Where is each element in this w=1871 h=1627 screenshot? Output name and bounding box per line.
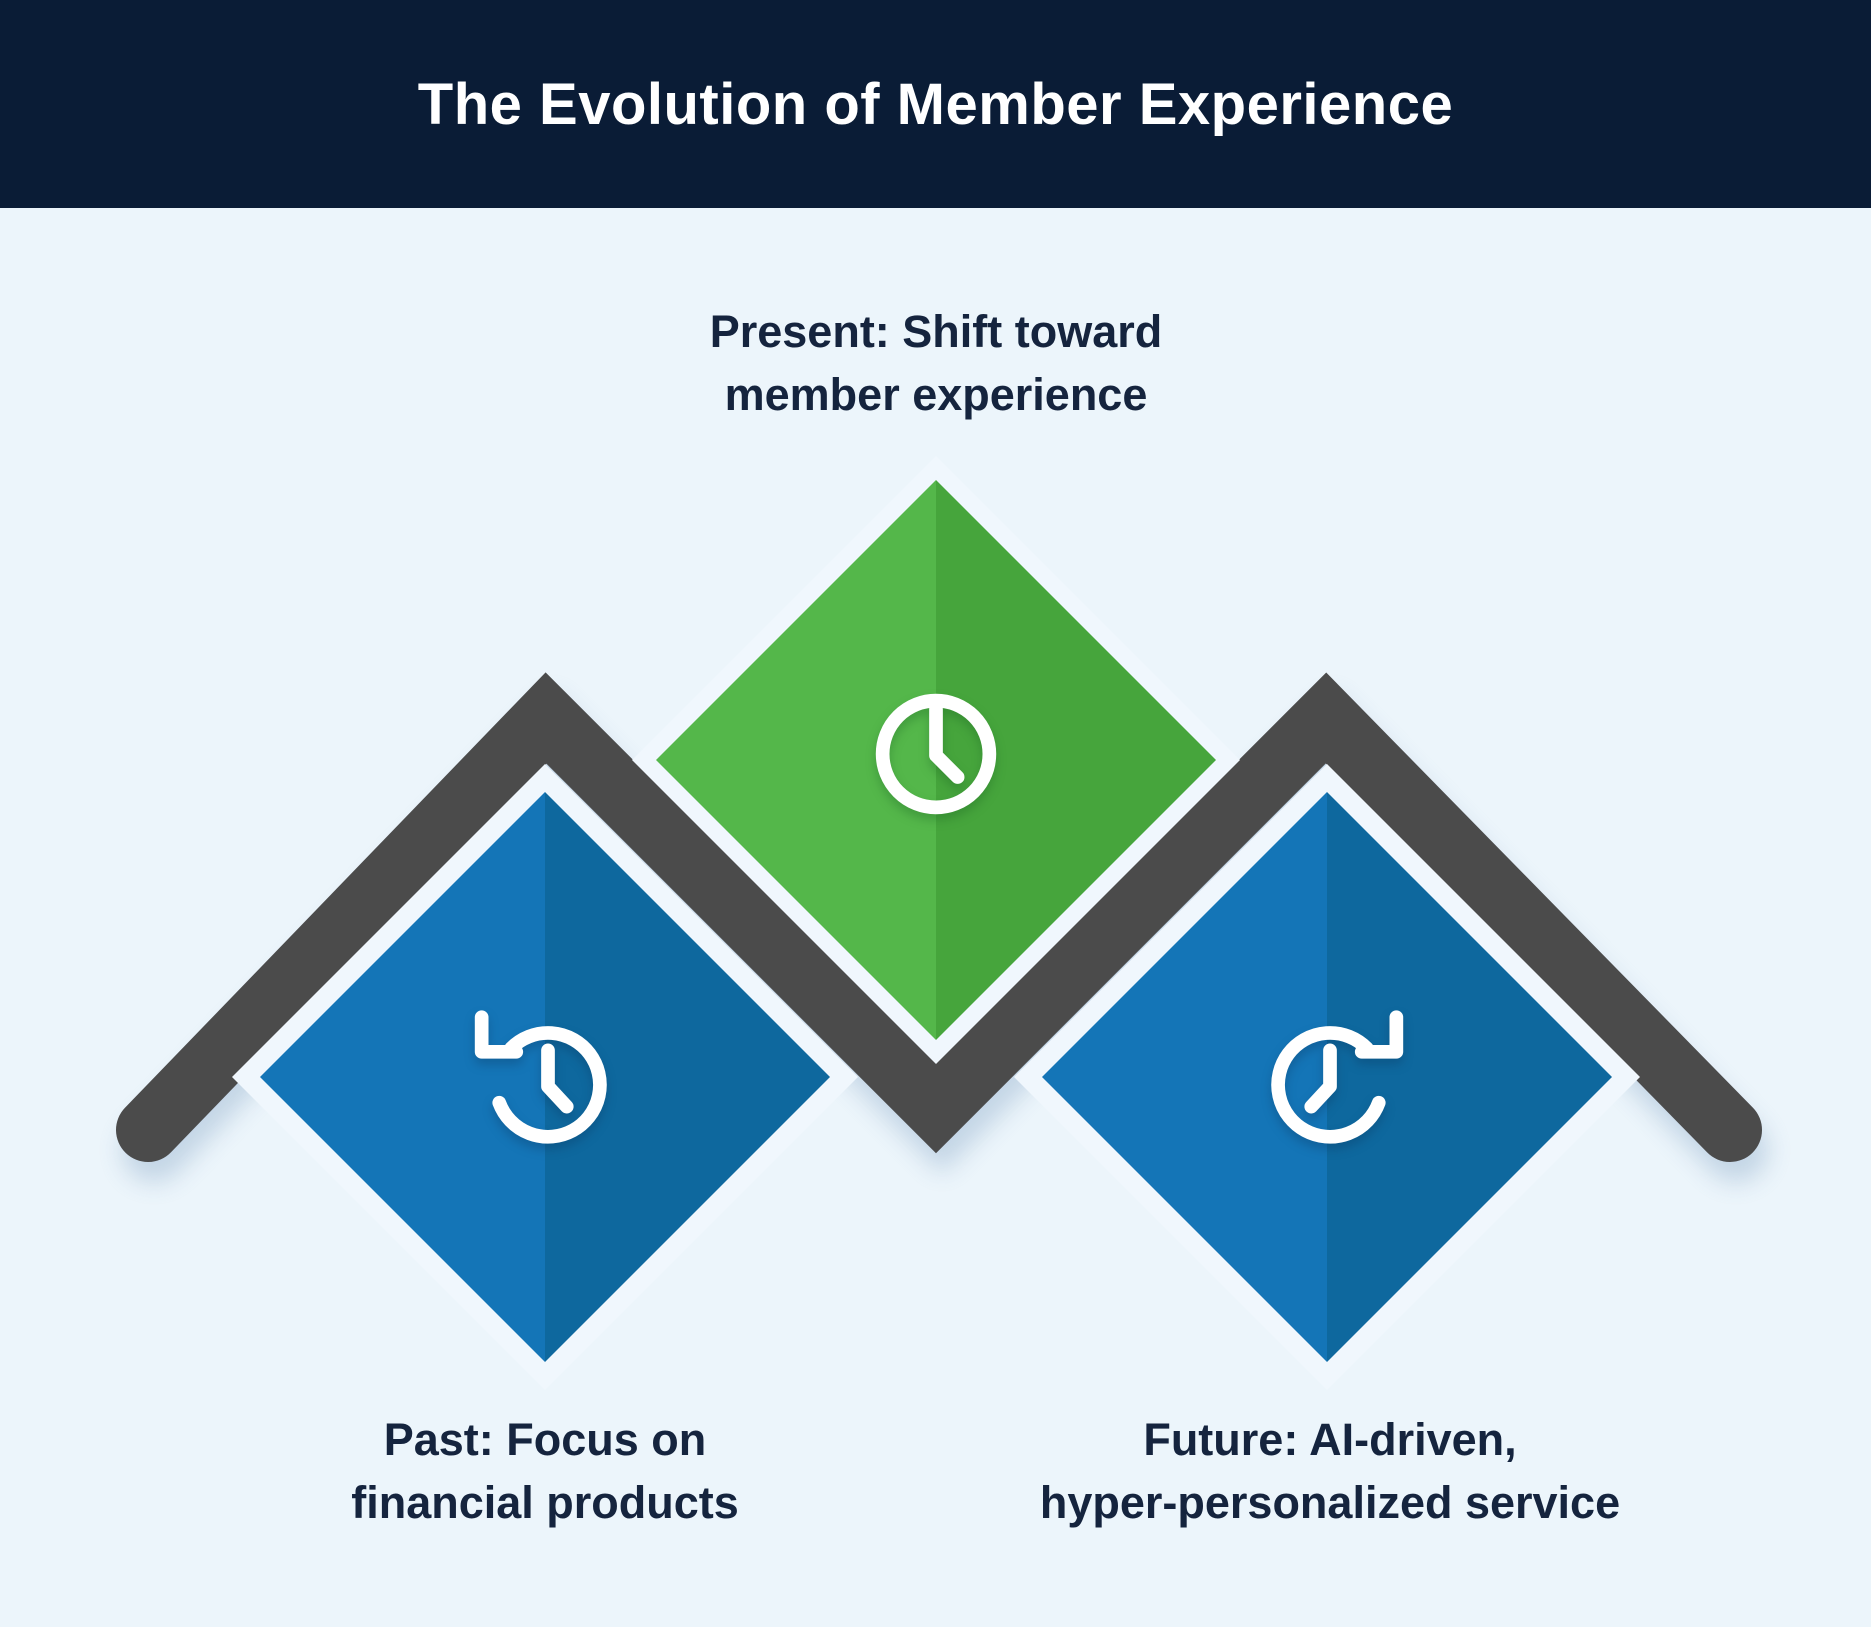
caption-future: Future: AI-driven, hyper-personalized se… — [880, 1408, 1780, 1534]
future-arc — [1271, 1026, 1386, 1144]
caption-present: Present: Shift toward member experience — [486, 300, 1386, 426]
future-clock-icon — [1255, 1010, 1405, 1160]
caption-past-line2: financial products — [351, 1477, 739, 1528]
history-clock-icon — [473, 1010, 623, 1160]
history-clock-hands — [541, 1043, 574, 1114]
future-arrowhead — [1354, 1010, 1404, 1059]
caption-present-line1: Present: Shift toward — [709, 306, 1163, 357]
future-clock-hands — [1304, 1043, 1337, 1114]
title-bar: The Evolution of Member Experience — [0, 0, 1871, 208]
caption-future-line1: Future: AI-driven, — [1143, 1414, 1517, 1465]
caption-future-line2: hyper-personalized service — [1039, 1477, 1621, 1528]
history-arrowhead — [474, 1010, 524, 1059]
caption-present-line2: member experience — [724, 369, 1148, 420]
zigzag-path — [116, 672, 1762, 1162]
caption-past: Past: Focus on financial products — [95, 1408, 995, 1534]
clock-icon — [861, 679, 1011, 829]
clock-hands — [929, 702, 965, 784]
page-title: The Evolution of Member Experience — [417, 71, 1454, 137]
caption-past-line1: Past: Focus on — [383, 1414, 707, 1465]
history-arc — [492, 1026, 607, 1144]
clock-face — [875, 693, 997, 815]
